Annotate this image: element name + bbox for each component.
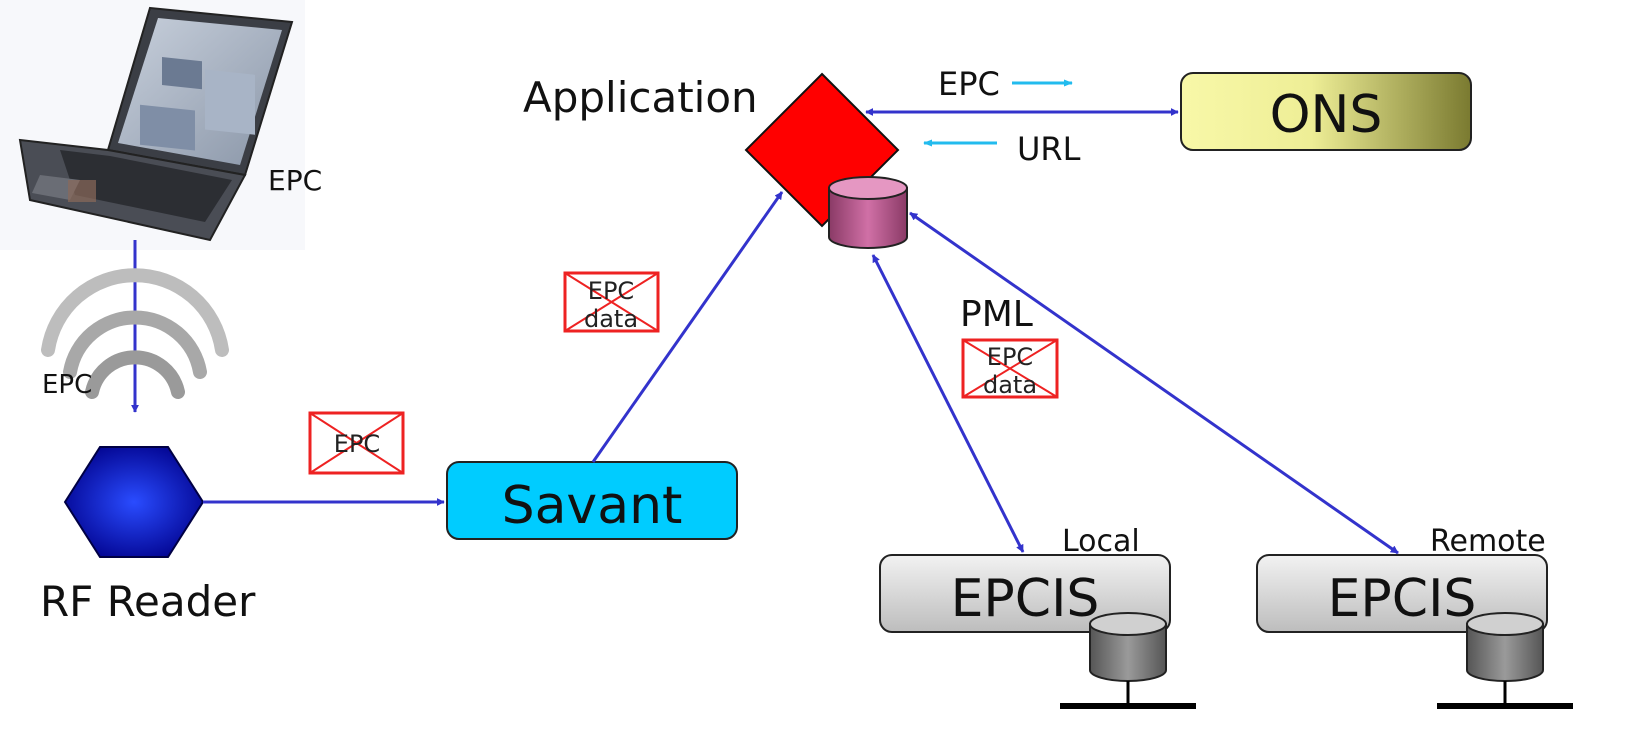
epcis-local-label: EPCIS bbox=[951, 569, 1100, 629]
remote-database-icon bbox=[1437, 612, 1573, 709]
epcis-remote-label: EPCIS bbox=[1328, 569, 1477, 629]
epc-data-envelope-icon: EPC data bbox=[563, 271, 660, 333]
savant-label: Savant bbox=[502, 476, 683, 536]
remote-label: Remote bbox=[1430, 524, 1546, 559]
savant-to-application-arrow bbox=[591, 191, 784, 463]
rf-reader-label: RF Reader bbox=[40, 577, 256, 626]
envelope-epc-text: EPC bbox=[588, 277, 634, 305]
local-database-icon bbox=[1060, 612, 1196, 709]
epcis-remote-node bbox=[1256, 554, 1548, 633]
envelope-data-text: data bbox=[584, 305, 638, 333]
epc-request-label: EPC bbox=[938, 65, 1000, 103]
application-remote-epcis-arrow bbox=[909, 211, 1399, 555]
application-label: Application bbox=[523, 73, 758, 122]
laptop-epc-label: EPC bbox=[268, 164, 322, 197]
envelope-epc-text: EPC bbox=[334, 430, 380, 458]
wave-epc-label: EPC bbox=[42, 370, 92, 400]
epc-envelope-icon: EPC bbox=[308, 411, 405, 475]
local-label: Local bbox=[1062, 524, 1140, 559]
savant-node bbox=[446, 461, 738, 540]
ons-node bbox=[1180, 72, 1472, 151]
laptop-illustration bbox=[0, 0, 305, 250]
url-response-label: URL bbox=[1017, 130, 1081, 168]
epcis-local-node bbox=[879, 554, 1171, 633]
application-database-icon bbox=[828, 176, 908, 249]
wireless-signal-icon bbox=[41, 268, 229, 399]
rf-reader-hexagon bbox=[63, 446, 205, 558]
envelope-epc-text: EPC bbox=[987, 343, 1033, 371]
ons-label: ONS bbox=[1270, 85, 1383, 145]
pml-envelope-icon: EPC data bbox=[961, 338, 1059, 399]
pml-label: PML bbox=[960, 294, 1033, 335]
envelope-data-text: data bbox=[983, 371, 1037, 399]
